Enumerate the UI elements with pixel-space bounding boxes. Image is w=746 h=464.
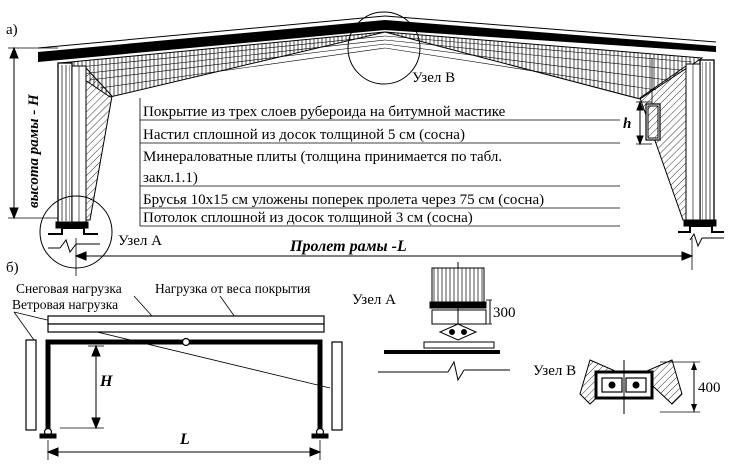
wind-load-label: Ветровая нагрузка	[12, 297, 118, 312]
roof-covering	[38, 20, 716, 62]
node-b-detail	[579, 359, 700, 414]
layer-callouts	[139, 98, 620, 227]
wind-load-right-bar	[331, 341, 343, 431]
layer-5: Потолок сплошной из досок толщиной 3 см …	[143, 210, 473, 226]
node-a-detail	[378, 262, 510, 382]
L-label: L	[179, 431, 190, 448]
frame-scheme	[39, 337, 329, 439]
snow-load-bar	[47, 315, 325, 325]
node-a-label: Узел А	[118, 233, 162, 249]
label-part-b: б)	[6, 260, 19, 276]
layer-2: Настил сплошной из досок толщиной 5 см (…	[143, 127, 465, 143]
layer-3-continued: закл.1.1)	[143, 170, 198, 186]
L-dimension	[46, 440, 322, 460]
right-footing	[678, 219, 724, 248]
height-dimension	[8, 46, 58, 220]
node-b-detail-label: Узел В	[533, 363, 576, 379]
roof-load-label: Нагрузка от веса покрытия	[155, 281, 310, 296]
node-b-circle	[347, 11, 421, 85]
snow-load-label: Снеговая нагрузка	[16, 281, 122, 296]
node-a-detail-label: Узел А	[352, 292, 396, 308]
span-label: Пролет рамы -L	[289, 238, 407, 255]
left-knee-brace	[85, 66, 113, 221]
node-b-label: Узел В	[412, 70, 455, 86]
wind-load-left-bar	[25, 339, 37, 431]
frame-height-label: высота рамы - H	[26, 93, 42, 208]
dim-400-label: 400	[698, 380, 721, 396]
roof-load-bar	[47, 323, 325, 333]
layer-1: Покрытие из трех слоев рубероида на биту…	[143, 104, 506, 120]
h-symbol-label: h	[623, 116, 631, 132]
label-part-a: а)	[6, 22, 18, 38]
left-footing	[48, 221, 100, 254]
h-dimension	[636, 58, 661, 146]
span-dimension	[74, 238, 694, 276]
dim-300-label: 300	[493, 305, 516, 321]
H-label: H	[99, 373, 113, 390]
H-dimension	[60, 344, 104, 430]
layer-3: Минераловатные плиты (толщина принимаетс…	[143, 149, 502, 165]
layer-4: Брусья 10х15 см уложены поперек пролета …	[143, 192, 544, 208]
